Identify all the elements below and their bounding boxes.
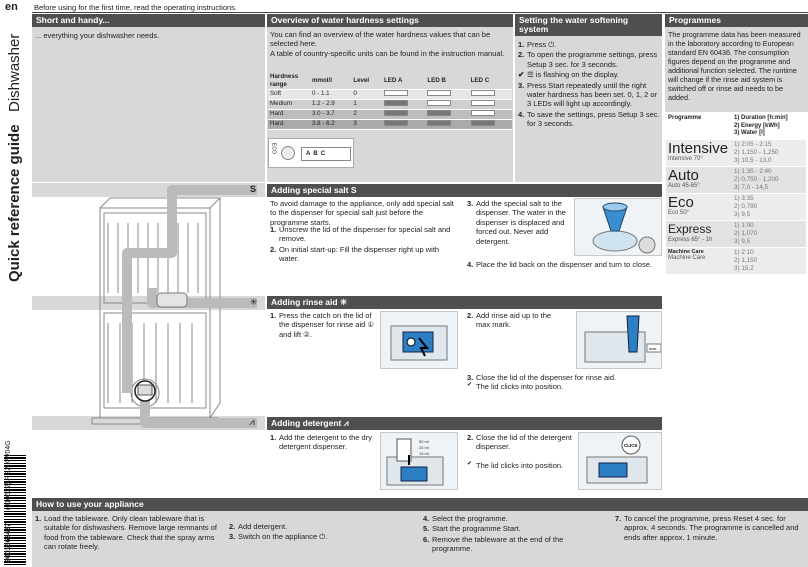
hardness-title: Overview of water hardness settings: [267, 14, 513, 27]
howto-col-2: 2.Add detergent. 3.Switch on the applian…: [229, 522, 328, 542]
salt-intro: To avoid damage to the appliance, only a…: [270, 199, 454, 227]
dishwasher-illustration: [32, 183, 265, 493]
programmes-title: Programmes: [665, 14, 808, 27]
rinse-illustration-1: [380, 311, 458, 369]
detergent-check: The lid clicks into position.: [467, 461, 577, 470]
detergent-title: Adding detergent ⩘: [267, 417, 662, 430]
ml50-label: 50 ml: [419, 439, 429, 444]
sidebar-product: Dishwasher: [6, 33, 23, 112]
short-text: ... everything your dishwasher needs.: [35, 31, 160, 40]
softening-title: Setting the water softening system: [515, 14, 662, 36]
sidebar-code: 9001663427: [5, 523, 12, 562]
hardness-intro: You can find an overview of the water ha…: [270, 30, 505, 58]
howto-col-3: 4.Select the programme. 5.Start the prog…: [423, 514, 564, 554]
salt-title: Adding special salt S: [267, 184, 662, 197]
rinse-title: Adding rinse aid ✳: [267, 296, 662, 309]
softening-steps: 1.Press ⏻. 2.To open the programme setti…: [518, 40, 660, 128]
detergent-step-2: 2.Close the lid of the detergent dispens…: [467, 433, 572, 452]
salt-steps-left: 1.Unscrew the lid of the dispenser for s…: [270, 225, 451, 264]
ml25-label: 25 ml: [419, 445, 429, 450]
howto-col-4: 7.To cancel the programme, press Reset 4…: [615, 514, 799, 542]
sidebar-date: (010622): [5, 481, 12, 510]
detergent-step-1: 1.Add the detergent to the dry detergent…: [270, 433, 372, 452]
salt-step-4: 4.Place the lid back on the dispenser an…: [467, 260, 652, 269]
max-label: max: [649, 346, 657, 351]
rinse-check: The lid clicks into position.: [467, 382, 808, 391]
detergent-illustration-2: CLICK: [578, 432, 662, 490]
rinse-illustration-2: max: [576, 311, 662, 369]
rinse-step-3: 3.Close the lid of the dispenser for rin…: [467, 373, 617, 382]
howto-title: How to use your appliance: [32, 498, 808, 511]
click-label: CLICK: [624, 443, 638, 448]
salt-icon: S: [250, 184, 257, 194]
howto-col-1: 1.Load the tableware. Only clean tablewa…: [35, 514, 217, 552]
control-panel-illustration: ECO ABC: [268, 138, 354, 168]
rinse-step-2: 2.Add rinse aid up to the max mark.: [467, 311, 552, 330]
sidebar-title: Quick reference guide: [6, 124, 23, 282]
ml15-label: 15 ml: [419, 451, 429, 456]
detergent-icon: ⩘: [249, 417, 255, 428]
rinse-icon: ✳: [250, 297, 258, 307]
short-title: Short and handy...: [32, 14, 265, 27]
salt-illustration: [574, 198, 662, 256]
barcode: [4, 455, 26, 565]
header-notice: Before using for the first time, read th…: [34, 3, 238, 12]
rinse-step-1: 1.Press the catch on the lid of the disp…: [270, 311, 375, 339]
sidebar-model: SRS2IKW04G: [5, 440, 12, 485]
lang-tag: en: [5, 1, 18, 13]
salt-steps-right: 3.Add the special salt to the dispenser.…: [467, 199, 566, 246]
programmes-text: The programme data has been measured in …: [668, 30, 801, 102]
